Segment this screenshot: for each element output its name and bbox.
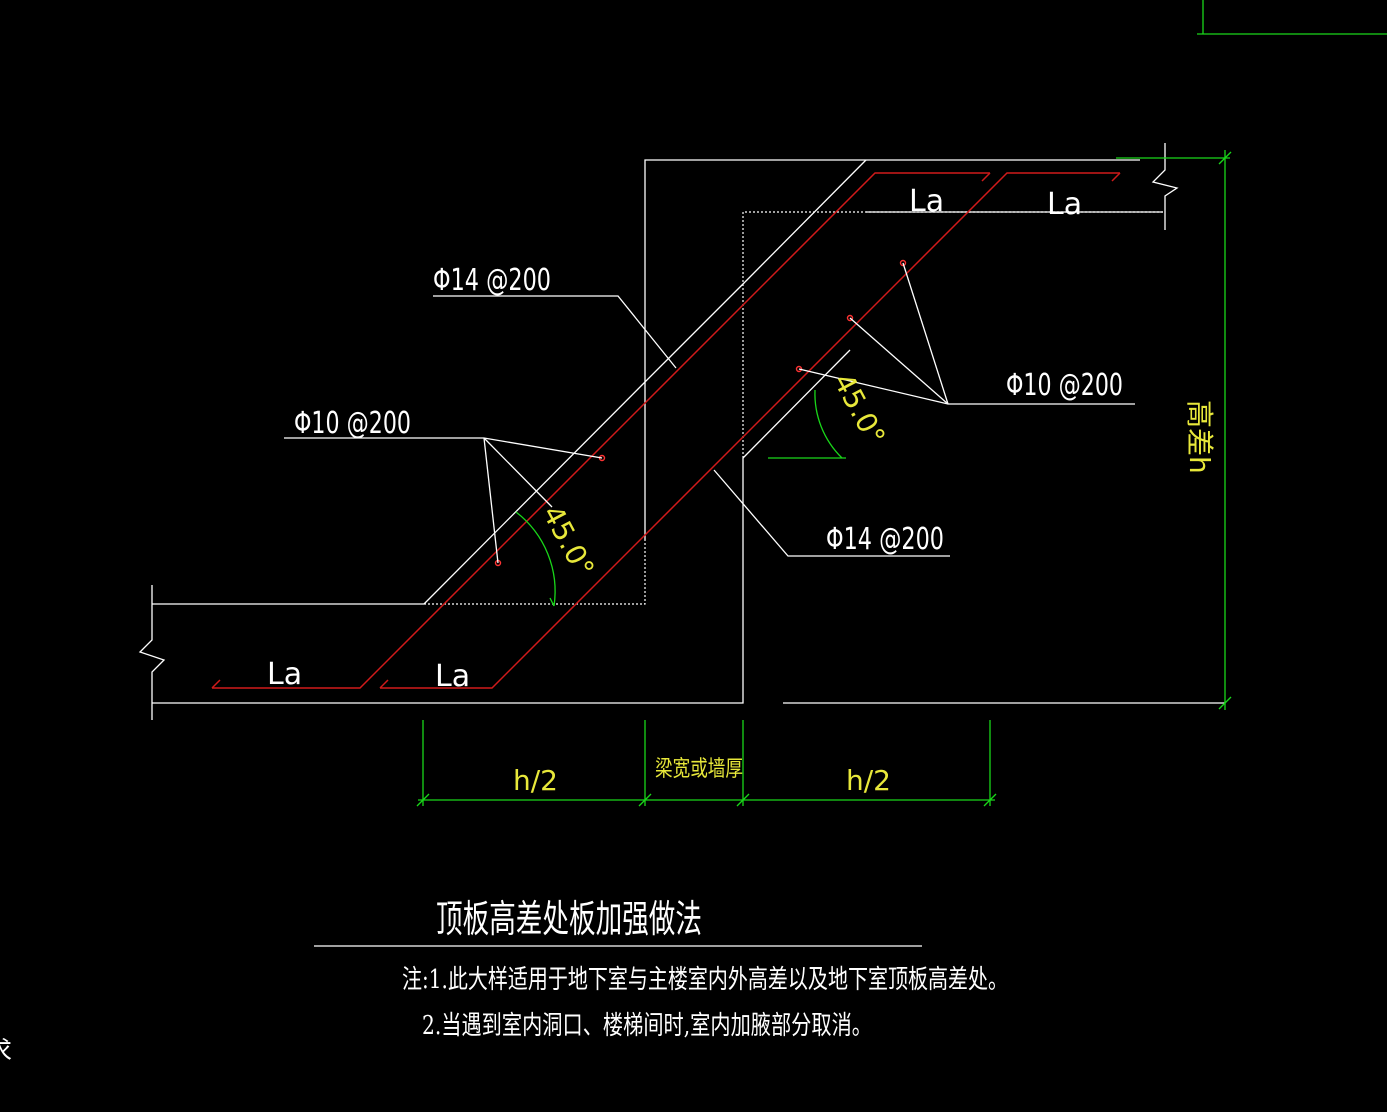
note-line-1: 注:1.此大样适用于地下室与主楼室内外高差以及地下室顶板高差处。 [402,965,1008,995]
label-phi14-bottom: Φ14 @200 [826,522,944,557]
label-dim-half-right: h/2 [846,764,891,797]
height-dimension [1116,150,1232,710]
note-line-2: 2.当遇到室内洞口、楼梯间时,室内加腋部分取消。 [422,1011,872,1041]
rebar-diagonal-outer [212,172,990,689]
break-symbol-right [1151,143,1179,230]
edge-glyph: 求 [0,1037,12,1067]
label-phi14-top: Φ14 @200 [433,263,551,298]
label-la-lower-2: La [435,659,470,694]
label-angle-left: 45.0° [536,500,601,583]
label-height-diff: 高差h [1183,400,1216,474]
label-angle-right: 45.0° [827,368,892,451]
leader-phi14-bottom [713,469,950,557]
leader-phi10-right [798,262,1135,405]
leader-phi14-top [433,295,677,369]
drawing-title: 顶板高差处板加强做法 [436,897,702,941]
label-la-lower-1: La [267,657,302,692]
frame-corner [1197,0,1387,35]
label-la-upper-1: La [909,184,944,219]
slab-outline [152,159,1225,704]
rebar-end-hooks [211,172,1121,689]
angle-arc-right [768,389,846,459]
label-dim-half-left: h/2 [513,764,558,797]
label-phi10-left: Φ10 @200 [294,406,411,441]
label-la-upper-2: La [1047,187,1082,222]
rebar-diagonal-inner [380,172,1120,689]
break-symbol-left [138,585,166,720]
label-dim-middle: 梁宽或墙厚 [655,757,743,782]
bottom-dimension [416,720,997,807]
label-phi10-right: Φ10 @200 [1006,368,1123,403]
leader-phi10-left [284,437,603,564]
angle-arc-left [515,511,556,607]
